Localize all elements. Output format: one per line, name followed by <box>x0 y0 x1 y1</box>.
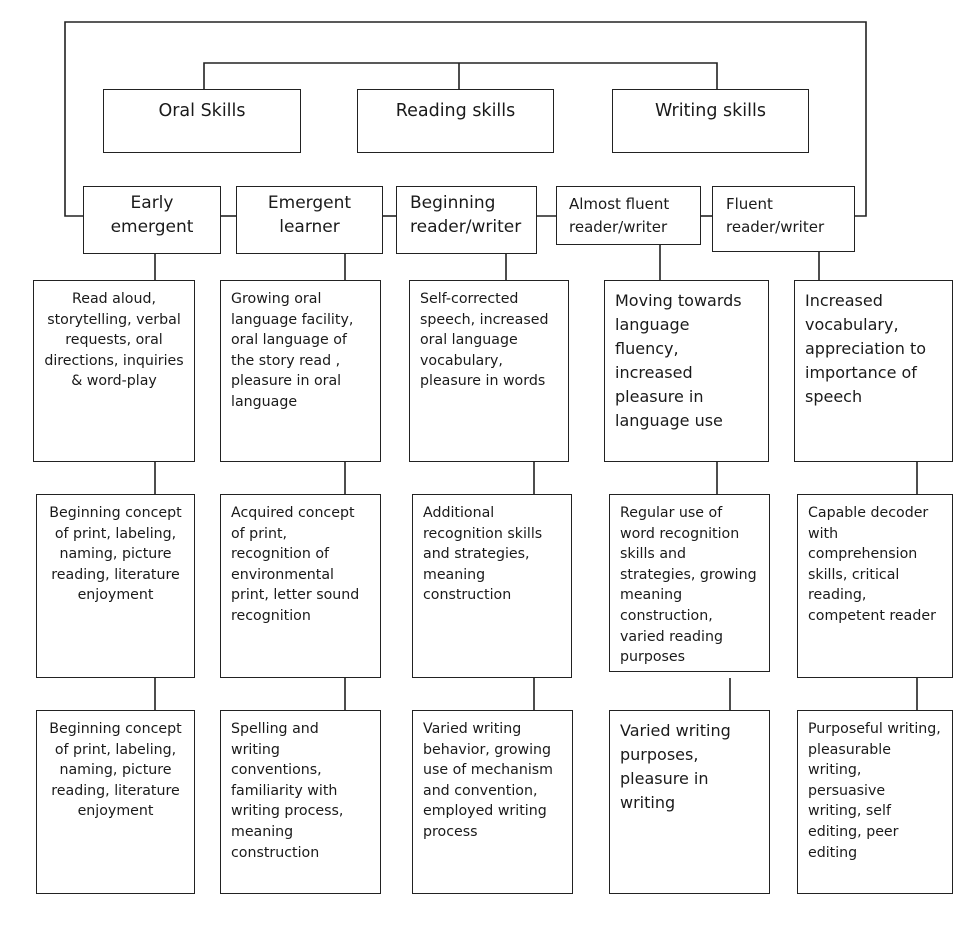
skill-label: Oral Skills <box>158 101 246 121</box>
writing-box-beginning: Varied writing behavior, growing use of … <box>412 710 573 894</box>
skills-connector-line <box>203 62 718 89</box>
writing-box-emergent-learner: Spelling and writing conventions, famili… <box>220 710 381 894</box>
skill-label: Reading skills <box>395 101 516 121</box>
writing-box-early-emergent: Beginning concept of print, labeling, na… <box>36 710 195 894</box>
skill-box-oral: Oral Skills <box>103 89 301 153</box>
reading-box-early-emergent: Beginning concept of print, labeling, na… <box>36 494 195 678</box>
oral-text: Self-corrected speech, increased oral la… <box>420 291 549 390</box>
oral-text: Moving towards language fluency, increas… <box>615 291 742 430</box>
writing-box-almost-fluent: Varied writing purposes, pleasure in wri… <box>609 710 770 894</box>
stage-label: Almost fluent reader/writer <box>569 195 670 236</box>
reading-box-almost-fluent: Regular use of word recognition skills a… <box>609 494 770 672</box>
reading-text: Beginning concept of print, labeling, na… <box>49 505 182 604</box>
writing-text: Beginning concept of print, labeling, na… <box>49 721 182 820</box>
skill-box-reading: Reading skills <box>357 89 554 153</box>
writing-text: Varied writing purposes, pleasure in wri… <box>620 721 731 812</box>
oral-box-emergent-learner: Growing oral language facility, oral lan… <box>220 280 381 462</box>
oral-text: Read aloud, storytelling, verbal request… <box>44 291 184 390</box>
oral-box-early-emergent: Read aloud, storytelling, verbal request… <box>33 280 195 462</box>
reading-box-emergent-learner: Acquired concept of print, recognition o… <box>220 494 381 678</box>
reading-text: Acquired concept of print, recognition o… <box>231 505 360 624</box>
stage-label: Beginning reader/writer <box>410 193 522 237</box>
skill-label: Writing skills <box>654 101 766 121</box>
oral-text: Growing oral language facility, oral lan… <box>231 291 354 410</box>
oral-box-fluent: Increased vocabulary, appreciation to im… <box>794 280 953 462</box>
stage-box-almost-fluent: Almost fluent reader/writer <box>556 186 701 245</box>
oral-text: Increased vocabulary, appreciation to im… <box>805 291 927 406</box>
stage-box-beginning: Beginning reader/writer <box>396 186 537 254</box>
writing-text: Purposeful writing, pleasurable writing,… <box>808 721 941 861</box>
reading-text: Additional recognition skills and strate… <box>423 505 543 604</box>
stage-label: Emergent learner <box>267 193 352 237</box>
oral-box-beginning: Self-corrected speech, increased oral la… <box>409 280 569 462</box>
stage-box-early-emergent: Early emergent <box>83 186 221 254</box>
skill-box-writing: Writing skills <box>612 89 809 153</box>
reading-text: Regular use of word recognition skills a… <box>620 505 757 666</box>
reading-box-beginning: Additional recognition skills and strate… <box>412 494 572 678</box>
writing-box-fluent: Purposeful writing, pleasurable writing,… <box>797 710 953 894</box>
reading-text: Capable decoder with comprehension skill… <box>808 505 936 624</box>
writing-text: Varied writing behavior, growing use of … <box>423 721 553 840</box>
oral-box-almost-fluent: Moving towards language fluency, increas… <box>604 280 769 462</box>
stage-box-emergent-learner: Emergent learner <box>236 186 383 254</box>
outer-bracket-line <box>64 21 867 217</box>
reading-box-fluent: Capable decoder with comprehension skill… <box>797 494 953 678</box>
stage-label: Fluent reader/writer <box>726 195 825 236</box>
stage-box-fluent: Fluent reader/writer <box>712 186 855 252</box>
writing-text: Spelling and writing conventions, famili… <box>231 721 344 861</box>
stage-label: Early emergent <box>110 193 194 237</box>
